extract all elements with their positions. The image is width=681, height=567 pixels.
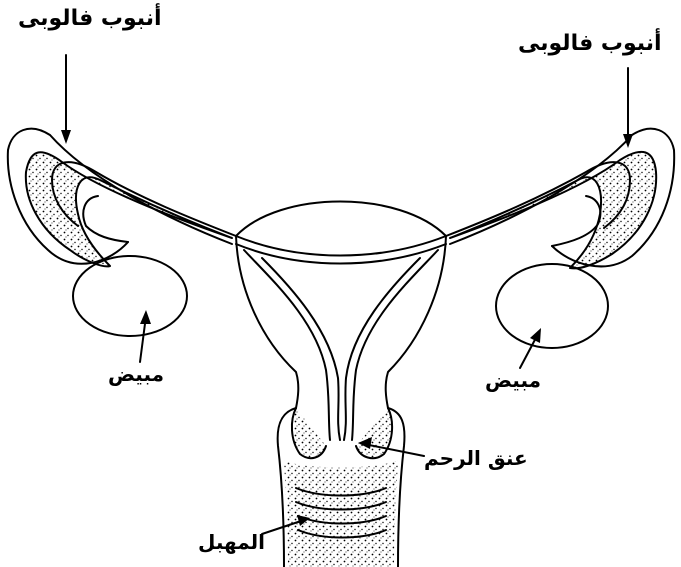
label-cervix: عنق الرحم: [424, 448, 528, 468]
arrowhead-tube-left: [61, 130, 71, 144]
arrowhead-tube-right: [623, 134, 633, 148]
left-ovary: [73, 256, 187, 336]
left-fimbria: [83, 196, 128, 242]
label-vagina: المهبل: [198, 532, 265, 552]
cervix-right-lip: [356, 408, 392, 458]
label-ovary-right: مبيض: [485, 370, 541, 390]
right-ovary: [496, 264, 608, 348]
label-fallopian-tube-right: أنبوب فالوبى: [518, 33, 662, 55]
broad-ligament: [236, 236, 446, 256]
left-fallopian-tube: [26, 152, 232, 266]
cervix-left-lip: [292, 408, 326, 458]
vagina-rugae-fill: [284, 460, 398, 567]
uterus-fundus: [236, 202, 446, 237]
label-fallopian-tube-left: أنبوب فالوبى: [18, 8, 162, 30]
right-fallopian-tube: [450, 152, 656, 269]
arrowhead-ovary-left: [140, 310, 151, 324]
label-ovary-left: مبيض: [108, 364, 164, 384]
arrowhead-ovary-right: [530, 328, 541, 343]
